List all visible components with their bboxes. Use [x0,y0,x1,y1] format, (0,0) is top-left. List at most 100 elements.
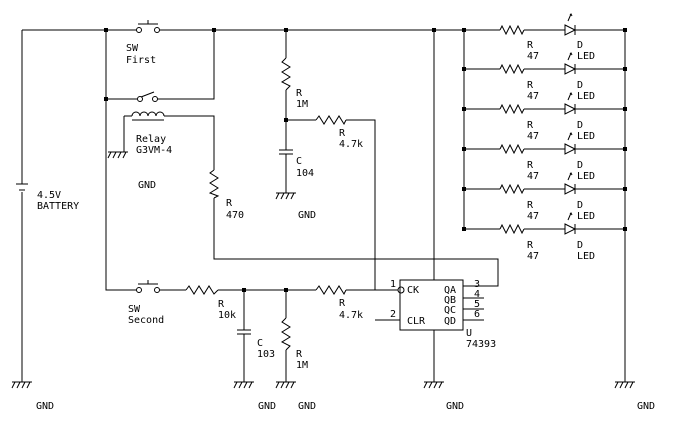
ground-icon [107,151,128,159]
label-sw-first-type: SW [126,43,139,54]
label-r47k-bottom-type: R [339,298,346,309]
resistor-r47-5 [499,183,525,195]
label-sw-first-name: First [126,55,156,66]
capacitor-c103 [237,329,251,340]
label-ic-ref: U [466,328,472,339]
label-r47-1-value: 47 [527,51,539,62]
label-r1m-bottom-type: R [296,349,303,360]
label-r47-2-type: R [527,80,534,91]
label-r47-3-type: R [527,120,534,131]
label-led-3-type: D [577,120,583,131]
grounds [11,151,635,389]
label-r47-6-value: 47 [527,251,539,262]
led-6 [564,212,577,235]
label-led-6-name: LED [577,251,595,262]
ground-icon [423,381,444,389]
ground-icon [11,381,32,389]
label-relay-type: Relay [136,134,166,145]
label-gnd: GND [36,401,54,412]
resistor-r47k-bottom [315,285,347,296]
label-gnd: GND [637,401,655,412]
label-r10k-type: R [218,299,225,310]
label-r10k-value: 10k [218,310,236,321]
resistor-r10k [185,285,219,295]
switch-second [136,280,160,293]
label-pin-qb: QB [444,295,456,306]
label-gnd: GND [298,401,316,412]
resistor-r470 [208,169,220,199]
label-c104-value: 104 [296,168,314,179]
resistor-r47-2 [499,63,525,75]
switch-first [136,20,160,33]
resistors [185,24,525,351]
label-r470-value: 470 [226,210,244,221]
resistor-r47-1 [499,24,525,36]
label-pin-3: 3 [474,279,480,290]
label-pin-clr: CLR [407,316,426,327]
led-1 [564,13,577,36]
label-r1m-top-value: 1M [296,99,308,110]
resistor-r1m-bottom [280,317,291,351]
label-c104-type: C [296,156,302,167]
ground-icon [614,381,635,389]
label-led-3-name: LED [577,131,595,142]
led-3 [564,92,577,115]
resistor-r47-6 [499,223,525,235]
label-r47-5-value: 47 [527,211,539,222]
label-c103-type: C [257,338,263,349]
relay-coil [131,111,165,121]
label-pin-6: 6 [474,309,480,320]
led-4 [564,132,577,155]
label-r1m-bottom-value: 1M [296,360,308,371]
label-pin-4: 4 [474,289,480,300]
label-r47-6-type: R [527,240,534,251]
label-r47k-top-value: 4.7k [339,139,363,150]
ground-icon [275,381,296,389]
label-led-1-name: LED [577,51,595,62]
resistor-r47-3 [499,103,525,115]
label-c103-value: 103 [257,349,275,360]
label-led-1-type: D [577,40,583,51]
leds [564,13,577,235]
label-r1m-top-type: R [296,88,303,99]
label-led-6-type: D [577,240,583,251]
label-r47k-bottom-value: 4.7k [339,310,363,321]
label-gnd: GND [298,210,316,221]
battery-symbol [16,183,28,191]
label-pin-qc: QC [444,305,456,316]
label-pin-qd: QD [444,316,456,327]
label-gnd: GND [138,180,156,191]
label-r47-5-type: R [527,200,534,211]
label-led-5-type: D [577,200,583,211]
ground-icon [233,381,254,389]
label-led-2-type: D [577,80,583,91]
label-relay-name: G3VM-4 [136,145,172,156]
label-r47-4-type: R [527,160,534,171]
resistor-r47-4 [499,143,525,155]
label-sw-second-type: SW [128,304,141,315]
labels: SW First Relay G3VM-4 4.5V BATTERY R 1M … [36,40,655,412]
label-r47-2-value: 47 [527,91,539,102]
label-pin-5: 5 [474,299,480,310]
label-ic-part: 74393 [466,339,496,350]
resistor-r1m-top [280,57,291,91]
led-5 [564,172,577,195]
label-pin-2: 2 [390,309,396,320]
label-battery-name: BATTERY [37,201,79,212]
resistor-r47k-top [315,115,347,126]
junctions [104,28,627,292]
capacitor-c104 [279,149,293,161]
label-r47-1-type: R [527,40,534,51]
label-r470-type: R [226,198,233,209]
label-led-4-name: LED [577,171,595,182]
label-led-5-name: LED [577,211,595,222]
label-r47k-top-type: R [339,128,346,139]
label-pin-qa: QA [444,285,456,296]
label-r47-3-value: 47 [527,131,539,142]
label-led-4-type: D [577,160,583,171]
label-pin-ck: CK [407,285,419,296]
ground-icon [275,192,296,200]
led-2 [564,52,577,75]
label-gnd: GND [446,401,464,412]
